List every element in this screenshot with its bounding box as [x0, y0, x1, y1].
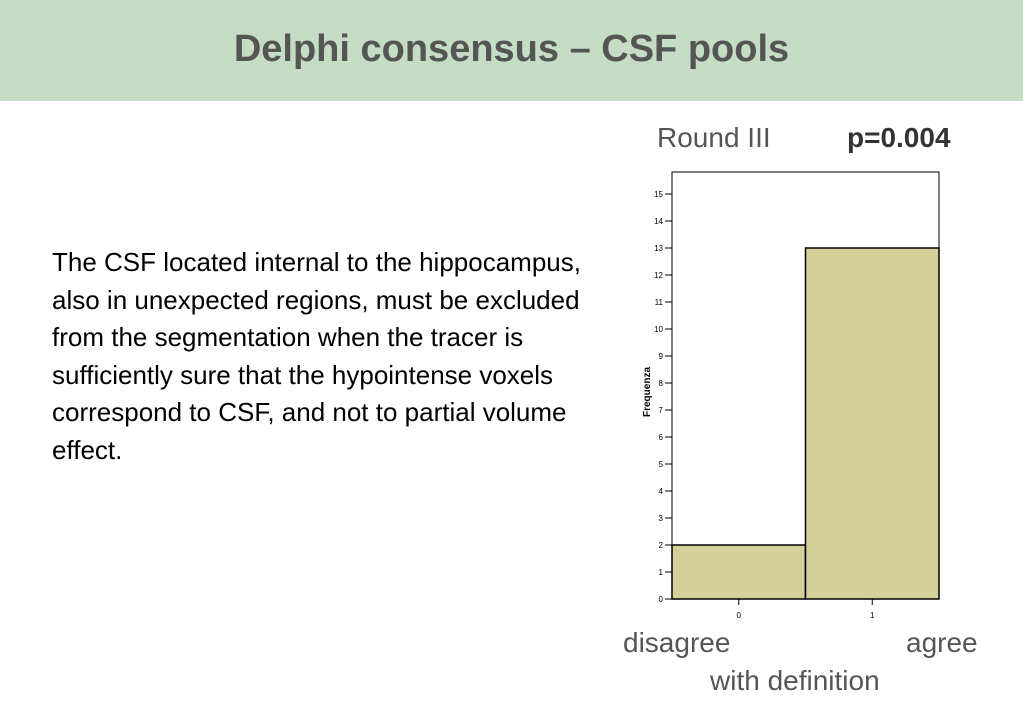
y-tick-label-14: 14 [654, 217, 663, 226]
y-tick-label-9: 9 [659, 352, 664, 361]
y-tick-label-4: 4 [659, 487, 664, 496]
disagree-caption: disagree [623, 627, 731, 658]
y-tick-label-8: 8 [659, 379, 664, 388]
agree-caption: agree [906, 627, 978, 658]
y-tick-label-5: 5 [659, 460, 664, 469]
y-tick-label-10: 10 [654, 325, 663, 334]
y-tick-label-7: 7 [659, 406, 664, 415]
y-tick-label-0: 0 [659, 595, 664, 604]
y-tick-label-15: 15 [654, 190, 663, 199]
y-tick-label-2: 2 [659, 541, 664, 550]
x-tick-label-1: 1 [870, 611, 875, 620]
x-tick-label-0: 0 [737, 611, 742, 620]
definition-text: The CSF located internal to the hippocam… [52, 247, 581, 465]
y-tick-label-11: 11 [655, 298, 664, 307]
p-value: p=0.004 [847, 122, 951, 153]
y-tick-label-12: 12 [654, 271, 663, 280]
y-tick-label-3: 3 [659, 514, 664, 523]
y-axis-label: Frequenza [642, 367, 653, 417]
round-label: Round III [657, 122, 771, 153]
with-definition-caption: with definition [710, 665, 880, 696]
title-banner: Delphi consensus – CSF pools [0, 0, 1023, 101]
y-tick-label-6: 6 [659, 433, 664, 442]
slide-title: Delphi consensus – CSF pools [233, 28, 790, 70]
bar-0 [671, 544, 807, 600]
y-tick-label-13: 13 [654, 244, 663, 253]
bar-1 [804, 247, 940, 600]
y-tick-label-1: 1 [659, 568, 664, 577]
